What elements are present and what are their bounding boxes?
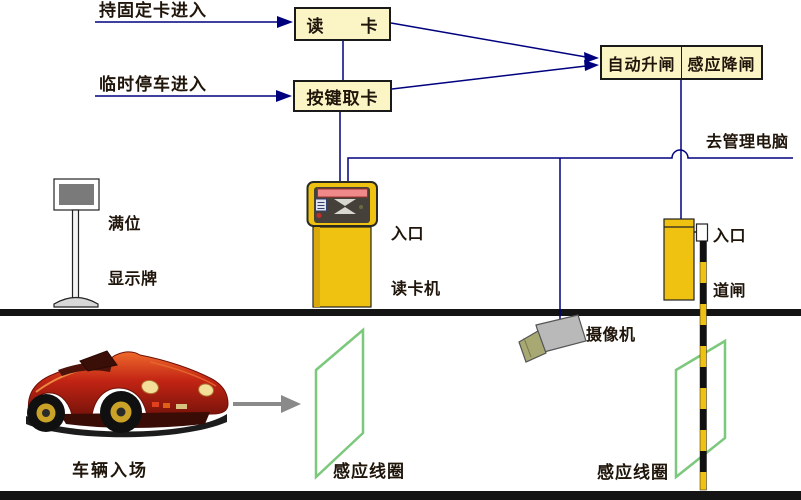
sign-screen xyxy=(59,184,94,205)
flow-lines xyxy=(95,16,793,320)
camera-icon xyxy=(518,314,587,363)
camera-label: 摄像机 xyxy=(586,327,636,344)
to-computer-label: 去管理电脑 xyxy=(706,134,789,151)
full-sign-label: 满位 显示牌 xyxy=(108,179,158,326)
full-sign-label-line2: 显示牌 xyxy=(108,270,158,288)
reader-display-strip xyxy=(317,188,368,198)
camera-lens-hood xyxy=(518,330,547,363)
gate-cabinet xyxy=(663,218,695,301)
press-key-box-label: 按键取卡 xyxy=(306,88,379,108)
reader-body xyxy=(312,226,372,308)
entry-temp-park-label: 临时停车进入 xyxy=(99,75,207,94)
reader-small-knob xyxy=(359,205,363,209)
entry-fixed-card-label: 持固定卡进入 xyxy=(99,1,207,20)
full-sign-label-line1: 满位 xyxy=(108,215,142,233)
gate-label-line1: 入口 xyxy=(713,227,747,245)
sign-pole xyxy=(71,209,80,299)
coil-right-label: 感应线圈 xyxy=(597,463,669,482)
gate-pivot-box xyxy=(695,223,709,242)
press-key-box: 按键取卡 xyxy=(293,80,392,112)
gate-label-line2: 道闸 xyxy=(713,282,747,300)
hourglass-icon-bottom xyxy=(334,207,356,214)
arrowhead-fixed-card xyxy=(277,16,293,28)
road-line-lower xyxy=(0,491,801,500)
auto-raise-cell: 自动升闸 xyxy=(602,47,682,78)
car-shadow xyxy=(26,414,227,438)
car-headlight-near xyxy=(141,379,159,395)
reader-red-light xyxy=(316,213,322,218)
gate-control-box: 自动升闸 感应降闸 xyxy=(600,45,763,80)
read-card-box: 读 卡 xyxy=(294,7,391,41)
road-line-upper xyxy=(0,309,801,316)
car-marker-light xyxy=(152,402,159,407)
reader-label-line2: 读卡机 xyxy=(391,280,441,298)
induction-coil-right xyxy=(674,338,727,480)
arrowhead-press-to-gatectl xyxy=(584,60,599,71)
reader-label-line1: 入口 xyxy=(391,225,425,243)
entry-gate xyxy=(663,218,709,301)
reader-label: 入口 读卡机 xyxy=(391,189,441,336)
sign-base xyxy=(53,296,99,308)
barrier-pole xyxy=(699,240,707,491)
sense-lower-cell: 感应降闸 xyxy=(687,56,756,74)
car-headlight-far xyxy=(198,383,214,397)
reader-body-shade xyxy=(314,227,320,307)
full-sign xyxy=(53,178,100,308)
car xyxy=(26,350,229,438)
read-card-box-label: 读 卡 xyxy=(306,16,379,36)
entry-card-reader xyxy=(306,181,378,308)
arrowhead-read-to-gatectl xyxy=(584,52,599,63)
vehicle-direction-arrow xyxy=(233,395,301,413)
arrowhead-temp-park xyxy=(276,90,292,102)
coil-left-label: 感应线圈 xyxy=(333,462,405,481)
bus-line-to-computer xyxy=(347,149,793,183)
car-windshield xyxy=(79,350,118,372)
hourglass-icon-top xyxy=(334,199,356,206)
gate-label: 入口 道闸 xyxy=(713,191,746,338)
induction-coil-left xyxy=(314,327,365,480)
vehicle-label: 车辆入场 xyxy=(72,461,148,480)
